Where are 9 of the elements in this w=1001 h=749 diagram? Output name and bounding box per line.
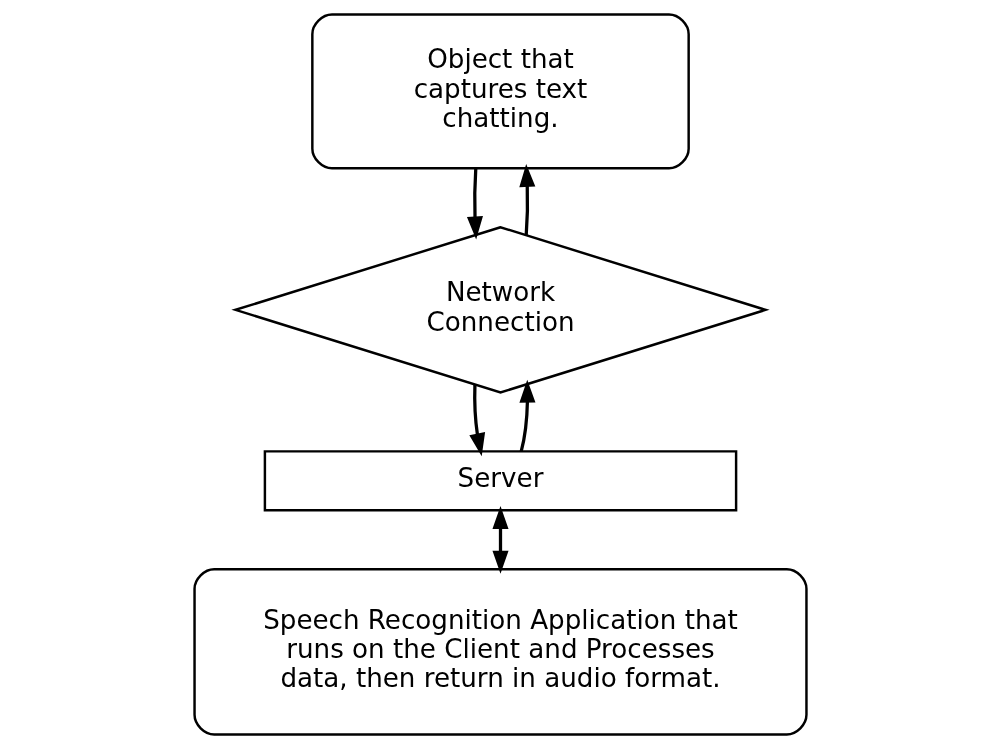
arrow xyxy=(492,506,509,574)
node-box: Speech Recognition Application that runs on the Client and Processes data, then return in audio format. xyxy=(193,567,808,736)
arrow xyxy=(466,168,483,240)
node-box: Object that captures text chatting. xyxy=(311,13,690,170)
node-diamond: Network Connection xyxy=(231,225,770,394)
arrow xyxy=(469,384,486,457)
node-box: Server xyxy=(263,450,738,512)
arrow xyxy=(519,379,536,452)
arrow xyxy=(519,164,536,236)
